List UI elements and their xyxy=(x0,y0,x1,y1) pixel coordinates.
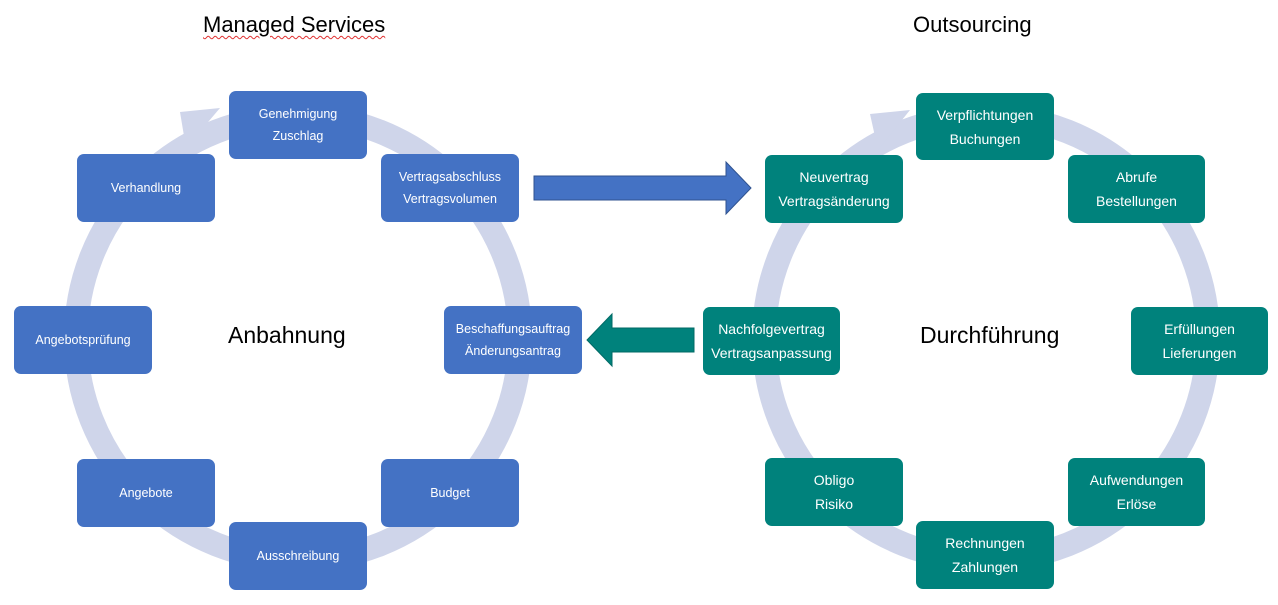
box-abrufe-line1: Abrufe xyxy=(1115,169,1158,185)
title-outsourcing: Outsourcing xyxy=(913,12,1032,37)
box-erfuellungen-line1: Erfüllungen xyxy=(1164,321,1235,337)
box-angebote: Angebote xyxy=(77,459,215,527)
box-genehmigung: Genehmigung Zuschlag xyxy=(229,91,367,159)
box-obligo-line2: Risiko xyxy=(814,496,854,512)
arrow-left xyxy=(586,312,695,368)
box-angebotspruefung: Angebotsprüfung xyxy=(14,306,152,374)
box-angebote-line1: Angebote xyxy=(119,486,173,500)
box-neuvertrag: Neuvertrag Vertragsänderung xyxy=(765,155,903,223)
box-abrufe: Abrufe Bestellungen xyxy=(1068,155,1205,223)
right-cycle-arrowhead xyxy=(870,110,910,150)
left-cycle-arrowhead xyxy=(180,108,220,148)
box-ausschreibung-line1: Ausschreibung xyxy=(256,549,340,563)
box-verpflichtungen-line1: Verpflichtungen xyxy=(936,106,1034,123)
box-vertragsabschluss: Vertragsabschluss Vertragsvolumen xyxy=(381,154,519,222)
box-rechnungen-line1: Rechnungen xyxy=(945,535,1025,551)
box-nachfolgevertrag-line1: Nachfolgevertrag xyxy=(718,321,825,337)
box-nachfolgevertrag-line2: Vertragsanpassung xyxy=(711,345,832,361)
box-aufwendungen-line1: Aufwendungen xyxy=(1089,472,1184,488)
box-genehmigung-line1: Genehmigung xyxy=(258,107,338,121)
box-rechnungen: Rechnungen Zahlungen xyxy=(916,521,1054,589)
box-nachfolgevertrag: Nachfolgevertrag Vertragsanpassung xyxy=(703,307,840,375)
box-verhandlung-line1: Verhandlung xyxy=(110,181,182,195)
center-label-anbahnung: Anbahnung xyxy=(228,322,346,348)
box-neuvertrag-line2: Vertragsänderung xyxy=(778,193,890,209)
box-erfuellungen-line2: Lieferungen xyxy=(1162,345,1237,361)
box-verhandlung: Verhandlung xyxy=(77,154,215,222)
arrow-right xyxy=(533,160,752,216)
box-aufwendungen: Aufwendungen Erlöse xyxy=(1068,458,1205,526)
box-budget: Budget xyxy=(381,459,519,527)
box-beschaffungsauftrag-line2: Änderungsantrag xyxy=(465,344,561,358)
box-obligo-line1: Obligo xyxy=(813,472,855,488)
box-beschaffungsauftrag-line1: Beschaffungsauftrag xyxy=(455,322,571,336)
box-aufwendungen-line2: Erlöse xyxy=(1116,496,1157,512)
box-rechnungen-line2: Zahlungen xyxy=(951,559,1019,575)
center-label-durchfuehrung: Durchführung xyxy=(920,322,1060,348)
box-verpflichtungen: Verpflichtungen Buchungen xyxy=(916,93,1054,160)
box-vertragsabschluss-line2: Vertragsvolumen xyxy=(403,192,497,206)
box-genehmigung-line2: Zuschlag xyxy=(272,129,324,143)
box-erfuellungen: Erfüllungen Lieferungen xyxy=(1131,307,1268,375)
box-angebotspruefung-line1: Angebotsprüfung xyxy=(35,333,131,347)
box-ausschreibung: Ausschreibung xyxy=(229,522,367,590)
box-obligo: Obligo Risiko xyxy=(765,458,903,526)
box-vertragsabschluss-line1: Vertragsabschluss xyxy=(398,170,502,184)
box-beschaffungsauftrag: Beschaffungsauftrag Änderungsantrag xyxy=(444,306,582,374)
box-abrufe-line2: Bestellungen xyxy=(1096,193,1177,209)
box-verpflichtungen-line2: Buchungen xyxy=(949,130,1021,147)
title-managed-services: Managed Services xyxy=(203,12,386,37)
box-neuvertrag-line1: Neuvertrag xyxy=(799,169,869,185)
box-budget-line1: Budget xyxy=(430,486,470,500)
